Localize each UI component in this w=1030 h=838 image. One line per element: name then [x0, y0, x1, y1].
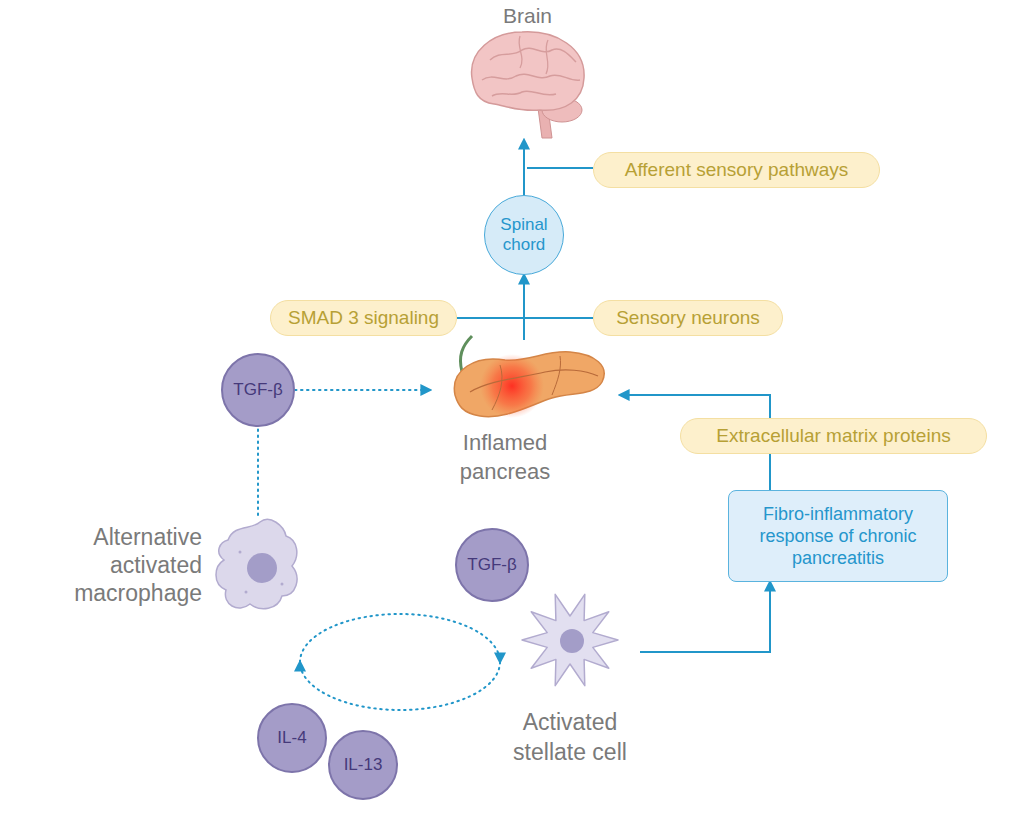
spinal-cord-circle: Spinal chord	[484, 195, 564, 275]
process-box: Fibro-inflammatory response of chronic p…	[728, 490, 948, 582]
pancreas-illustration	[454, 336, 604, 418]
leader-line	[527, 167, 593, 169]
node-text: Afferent sensory pathways	[625, 159, 849, 181]
pancreas-node: Inflamed pancreas	[430, 340, 620, 490]
neuron-pill: Sensory neurons	[593, 300, 783, 336]
macrophage-node: Alternative activated macrophage	[60, 515, 300, 670]
stellate-cell-node: Activated stellate cell	[500, 585, 640, 775]
edge-label: Extracellular matrix proteins	[680, 418, 987, 454]
node-text: TGF-β	[233, 380, 282, 400]
cytokine-circle: TGF-β	[221, 353, 295, 427]
leader-line	[457, 317, 593, 319]
cytokine-circle: IL-13	[328, 730, 398, 800]
node-text: Fibro-inflammatory response of chronic p…	[745, 503, 931, 569]
flow-arrow	[640, 582, 770, 652]
brain-node: Brain	[465, 2, 590, 140]
node-text: SMAD 3 signaling	[288, 307, 439, 329]
signaling-pill: SMAD 3 signaling	[270, 300, 457, 336]
dotted-arrow	[300, 662, 500, 710]
stellate-cell-illustration	[522, 594, 618, 685]
cytokine-circle: TGF-β	[455, 528, 529, 602]
pathway-pill: Afferent sensory pathways	[593, 152, 880, 188]
node-text: Activated stellate cell	[500, 707, 640, 767]
flow-arrow	[523, 275, 525, 340]
dotted-arrow	[300, 614, 500, 662]
flow-arrow	[523, 140, 525, 195]
node-text: Inflamed pancreas	[440, 428, 570, 486]
node-text: IL-4	[277, 728, 306, 748]
node-text: Alternative activated macrophage	[60, 523, 202, 607]
dotted-arrow	[257, 427, 259, 515]
node-text: Spinal chord	[491, 215, 557, 255]
macrophage-illustration	[216, 519, 297, 608]
cytokine-circle: IL-4	[257, 703, 327, 773]
node-text: IL-13	[344, 755, 383, 775]
node-text: Sensory neurons	[616, 307, 760, 329]
brain-illustration	[472, 32, 585, 138]
node-text: TGF-β	[467, 555, 516, 575]
node-text: Brain	[465, 4, 590, 28]
dotted-arrow	[295, 389, 430, 391]
